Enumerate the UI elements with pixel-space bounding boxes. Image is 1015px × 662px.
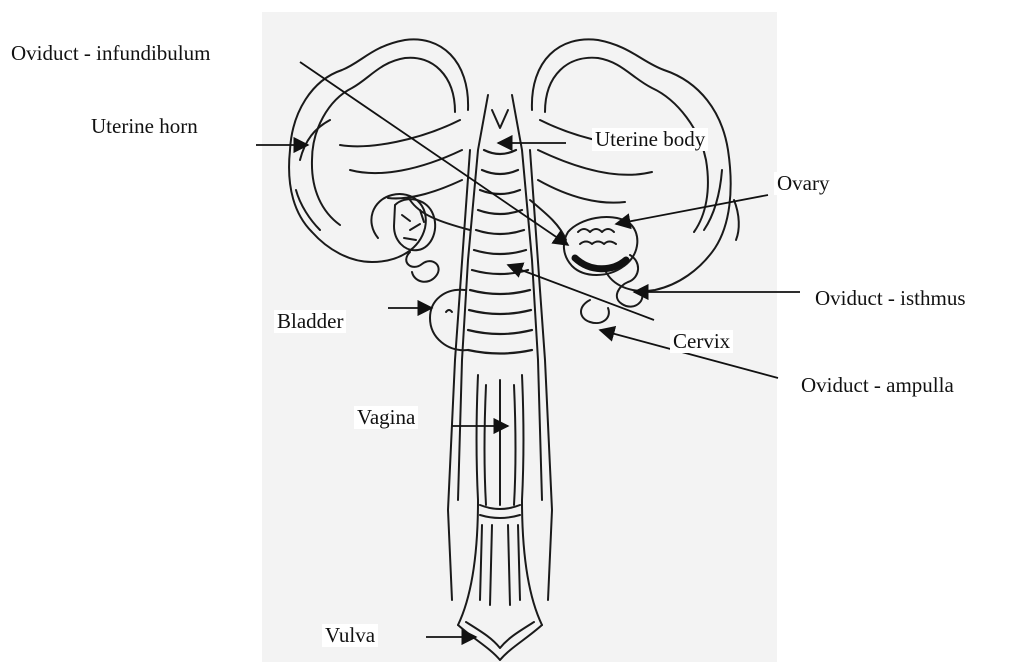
label-cervix: Cervix — [670, 330, 733, 353]
label-ovary: Ovary — [774, 172, 832, 195]
label-uterine-body: Uterine body — [592, 128, 708, 151]
leader-ovary — [616, 195, 768, 224]
label-bladder: Bladder — [274, 310, 346, 333]
cervix-rings — [468, 150, 532, 354]
label-uterine-horn: Uterine horn — [88, 115, 201, 138]
right-uterine-horn — [532, 39, 731, 291]
label-oviduct-infundibulum: Oviduct - infundibulum — [8, 42, 213, 65]
uterine-body — [458, 95, 488, 500]
vulva — [458, 625, 542, 660]
label-oviduct-isthmus: Oviduct - isthmus — [812, 287, 969, 310]
label-oviduct-ampulla: Oviduct - ampulla — [798, 374, 957, 397]
label-vulva: Vulva — [322, 624, 378, 647]
label-vagina: Vagina — [354, 406, 418, 429]
